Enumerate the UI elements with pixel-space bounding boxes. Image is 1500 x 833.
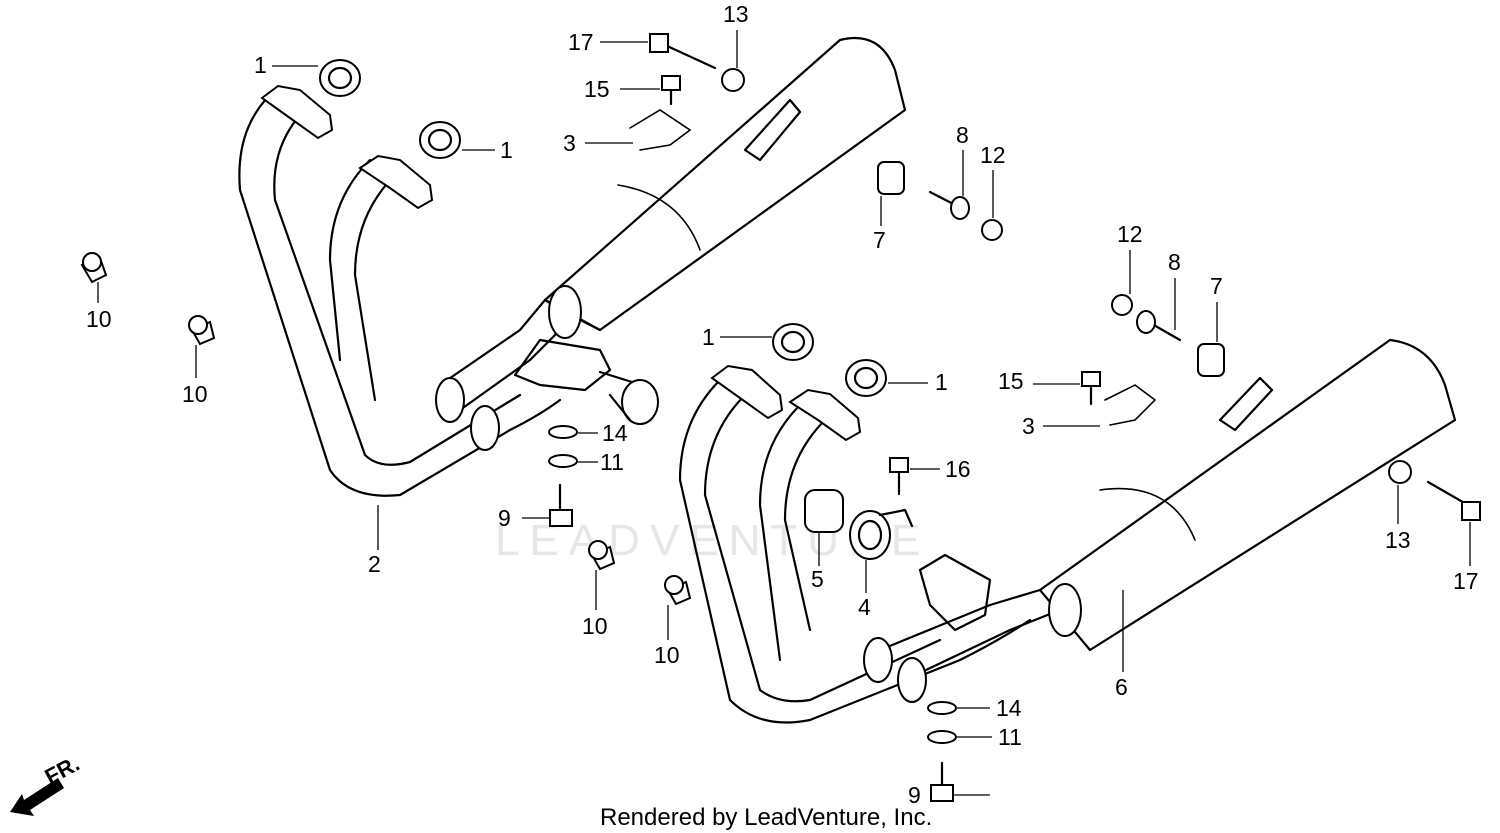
callout-label: 2 bbox=[368, 551, 381, 577]
callout-label: 9 bbox=[908, 782, 921, 808]
callout-label: 1 bbox=[935, 369, 948, 395]
callout-label: 1 bbox=[500, 137, 513, 163]
footer-credit: Rendered by LeadVenture, Inc. bbox=[600, 804, 932, 831]
callout-label: 7 bbox=[873, 227, 886, 253]
callout-label: 9 bbox=[498, 505, 511, 531]
callout-label: 3 bbox=[1022, 413, 1035, 439]
callout-label: 7 bbox=[1210, 273, 1223, 299]
callout-label: 17 bbox=[568, 29, 594, 55]
callout-labels: 1 1 1 1 2 3 3 4 5 6 7 7 8 8 9 9 10 10 bbox=[86, 1, 1479, 808]
callout-label: 10 bbox=[86, 306, 112, 332]
callout-label: 17 bbox=[1453, 568, 1479, 594]
callout-label: 10 bbox=[582, 613, 608, 639]
callout-label: 4 bbox=[858, 594, 871, 620]
callout-label: 8 bbox=[956, 122, 969, 148]
callout-label: 8 bbox=[1168, 249, 1181, 275]
callout-label: 6 bbox=[1115, 674, 1128, 700]
callout-label: 1 bbox=[702, 324, 715, 350]
callout-label: 10 bbox=[182, 381, 208, 407]
callout-label: 15 bbox=[584, 76, 610, 102]
callout-label: 11 bbox=[998, 724, 1022, 750]
front-label: FR. bbox=[41, 751, 84, 790]
callout-label: 10 bbox=[654, 642, 680, 668]
callout-label: 1 bbox=[254, 52, 267, 78]
front-direction-marker: FR. bbox=[10, 751, 84, 816]
right-exhaust-system bbox=[678, 338, 1457, 724]
callout-label: 12 bbox=[1117, 221, 1143, 247]
callout-label: 15 bbox=[998, 368, 1024, 394]
callout-label: 11 bbox=[600, 449, 624, 475]
callout-label: 13 bbox=[1385, 527, 1411, 553]
callout-label: 14 bbox=[996, 695, 1022, 721]
callout-label: 5 bbox=[811, 566, 824, 592]
callout-label: 16 bbox=[945, 456, 971, 482]
small-parts bbox=[80, 33, 1481, 802]
callout-label: 14 bbox=[602, 420, 628, 446]
left-exhaust-system bbox=[238, 36, 907, 497]
callout-label: 3 bbox=[563, 130, 576, 156]
callout-label: 13 bbox=[723, 1, 749, 27]
callout-label: 12 bbox=[980, 142, 1006, 168]
